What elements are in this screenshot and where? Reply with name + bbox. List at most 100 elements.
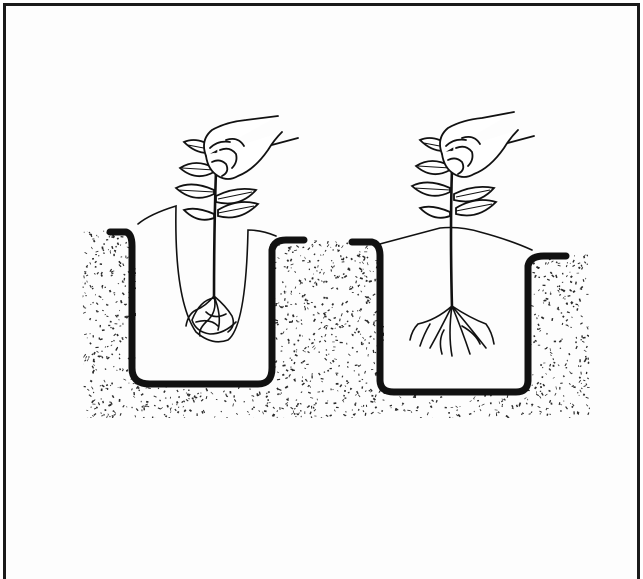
soil-speckle xyxy=(121,337,123,338)
soil-speckle xyxy=(197,393,199,395)
soil-speckle xyxy=(249,388,250,390)
soil-speckle xyxy=(424,350,425,352)
soil-speckle xyxy=(117,237,119,239)
soil-speckle xyxy=(182,228,184,231)
soil-speckle xyxy=(558,290,560,293)
soil-speckle xyxy=(419,305,422,307)
soil-speckle xyxy=(235,316,237,319)
right-hand-icon xyxy=(440,112,534,177)
soil-speckle xyxy=(381,410,383,412)
soil-speckle xyxy=(407,410,410,411)
soil-speckle xyxy=(445,326,447,327)
soil-speckle xyxy=(581,335,582,337)
soil-speckle xyxy=(444,334,447,337)
soil-speckle xyxy=(307,262,308,263)
soil-speckle xyxy=(449,381,451,383)
soil-speckle xyxy=(522,297,523,298)
soil-speckle xyxy=(356,328,358,331)
soil-speckle xyxy=(507,365,509,367)
soil-speckle xyxy=(587,387,590,388)
soil-speckle xyxy=(425,296,428,298)
soil-speckle xyxy=(183,406,185,408)
soil-speckle xyxy=(457,284,459,286)
soil-speckle xyxy=(428,264,430,266)
soil-speckle xyxy=(160,235,162,237)
soil-speckle xyxy=(500,282,502,284)
soil-speckle xyxy=(551,260,553,262)
soil-speckle xyxy=(311,342,314,344)
soil-speckle xyxy=(135,415,136,417)
soil-speckle xyxy=(243,329,244,330)
soil-speckle xyxy=(473,418,474,420)
soil-speckle xyxy=(118,387,119,388)
soil-speckle xyxy=(461,359,464,362)
soil-speckle xyxy=(368,354,369,355)
soil-speckle xyxy=(93,413,96,416)
soil-speckle xyxy=(487,247,489,249)
soil-speckle xyxy=(549,368,552,371)
soil-speckle xyxy=(102,310,104,311)
soil-speckle xyxy=(537,419,539,420)
soil-speckle xyxy=(569,383,571,385)
soil-speckle xyxy=(174,264,176,267)
soil-speckle xyxy=(441,299,442,301)
soil-speckle xyxy=(503,282,505,284)
soil-speckle xyxy=(518,266,520,268)
soil-speckle xyxy=(544,275,547,277)
soil-speckle xyxy=(537,382,540,385)
soil-speckle xyxy=(87,338,88,339)
soil-speckle xyxy=(489,300,492,302)
soil-speckle xyxy=(100,227,102,229)
soil-speckle xyxy=(261,418,263,420)
soil-speckle xyxy=(507,350,509,352)
soil-speckle xyxy=(142,351,144,353)
soil-speckle xyxy=(409,378,410,380)
soil-speckle xyxy=(172,348,175,351)
soil-speckle xyxy=(330,362,332,364)
soil-speckle xyxy=(208,329,211,330)
soil-speckle xyxy=(266,299,268,301)
soil-speckle xyxy=(355,364,358,366)
soil-speckle xyxy=(586,397,589,399)
soil-speckle xyxy=(285,377,288,379)
soil-speckle xyxy=(198,324,200,326)
soil-speckle xyxy=(357,331,360,334)
soil-speckle xyxy=(477,367,479,369)
soil-speckle xyxy=(540,391,542,392)
soil-speckle xyxy=(429,283,431,286)
soil-speckle xyxy=(402,269,404,271)
soil-speckle xyxy=(279,389,282,391)
soil-speckle xyxy=(330,227,332,229)
soil-speckle xyxy=(111,275,113,277)
soil-speckle xyxy=(262,346,264,349)
soil-speckle xyxy=(191,342,194,344)
soil-speckle xyxy=(445,243,447,245)
soil-speckle xyxy=(153,396,156,398)
soil-speckle xyxy=(445,369,446,371)
soil-speckle xyxy=(249,414,250,415)
soil-speckle xyxy=(234,399,236,402)
soil-speckle xyxy=(171,292,173,294)
soil-speckle xyxy=(148,319,150,321)
soil-speckle xyxy=(327,420,329,422)
soil-speckle xyxy=(465,275,466,276)
soil-speckle xyxy=(235,231,236,233)
soil-speckle xyxy=(174,263,177,265)
left-hole-interior xyxy=(136,236,268,380)
soil-speckle xyxy=(478,359,480,361)
soil-speckle xyxy=(496,412,497,413)
soil-speckle xyxy=(409,420,410,422)
soil-speckle xyxy=(407,358,410,361)
soil-speckle xyxy=(364,275,365,276)
soil-speckle xyxy=(463,257,465,259)
soil-speckle xyxy=(84,359,86,361)
soil-speckle xyxy=(94,408,96,410)
soil-speckle xyxy=(275,322,278,324)
soil-speckle xyxy=(495,311,497,313)
soil-speckle xyxy=(537,231,539,232)
soil-speckle xyxy=(550,352,553,354)
soil-speckle xyxy=(176,404,177,406)
soil-speckle xyxy=(293,410,294,413)
soil-speckle xyxy=(233,255,236,257)
soil-speckle xyxy=(290,366,291,367)
